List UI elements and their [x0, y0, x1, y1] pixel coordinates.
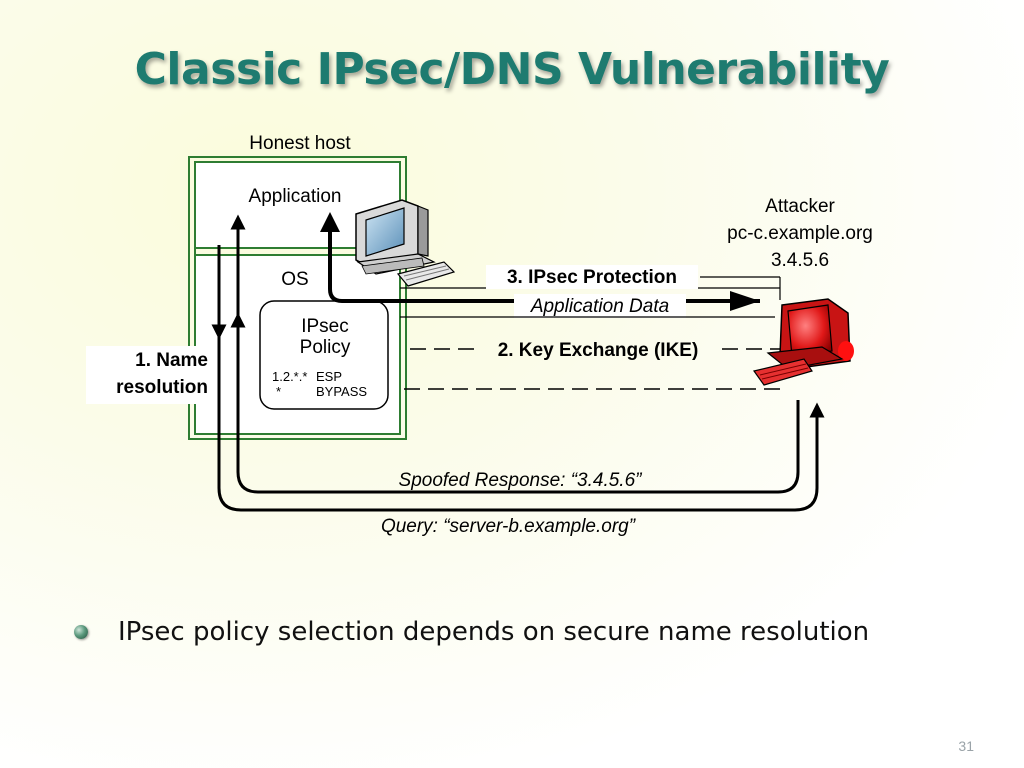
policy-rule-2-action: BYPASS	[316, 384, 367, 399]
name-resolution-line2: resolution	[116, 377, 208, 398]
application-label: Application	[249, 186, 342, 207]
attacker-name: Attacker	[765, 196, 835, 217]
policy-rule-1-match: 1.2.*.*	[272, 369, 307, 384]
ipsec-protection-label: 3. IPsec Protection	[507, 267, 677, 288]
policy-title-line2: Policy	[300, 337, 351, 358]
page-number: 31	[958, 738, 974, 754]
application-data-bg	[514, 294, 686, 318]
slide-title: Classic IPsec/DNS Vulnerability	[134, 44, 890, 95]
query-arrow	[217, 245, 825, 512]
application-data-label: Application Data	[530, 296, 669, 317]
key-exchange-label: 2. Key Exchange (IKE)	[498, 340, 699, 361]
query-label: Query: “server-b.example.org”	[381, 516, 637, 537]
computer-icon	[355, 199, 456, 287]
ipsec-policy-box	[259, 300, 389, 410]
application-data-arrowhead	[730, 291, 760, 311]
attacker-computer-icon	[752, 298, 854, 386]
ipsec-protection-bg	[486, 265, 698, 289]
bullet-text: IPsec policy selection depends on secure…	[118, 617, 870, 647]
policy-rule-1-action: ESP	[316, 369, 342, 384]
spoofed-response-arrow	[230, 214, 800, 494]
attacker-host: pc-c.example.org	[727, 223, 873, 244]
honest-host-label: Honest host	[249, 133, 351, 154]
spoofed-response-label: Spoofed Response: “3.4.5.6”	[399, 470, 644, 491]
bullet-icon	[74, 625, 88, 639]
name-resolution-bg	[86, 346, 211, 404]
application-data-arrow	[320, 212, 760, 303]
bullet-point: IPsec policy selection depends on secure…	[74, 612, 869, 652]
policy-title-line1: IPsec	[301, 316, 349, 337]
policy-rule-2-match: *	[276, 384, 281, 399]
os-label: OS	[281, 269, 308, 290]
name-resolution-line1: 1. Name	[135, 350, 208, 371]
attacker-ip: 3.4.5.6	[771, 250, 829, 271]
